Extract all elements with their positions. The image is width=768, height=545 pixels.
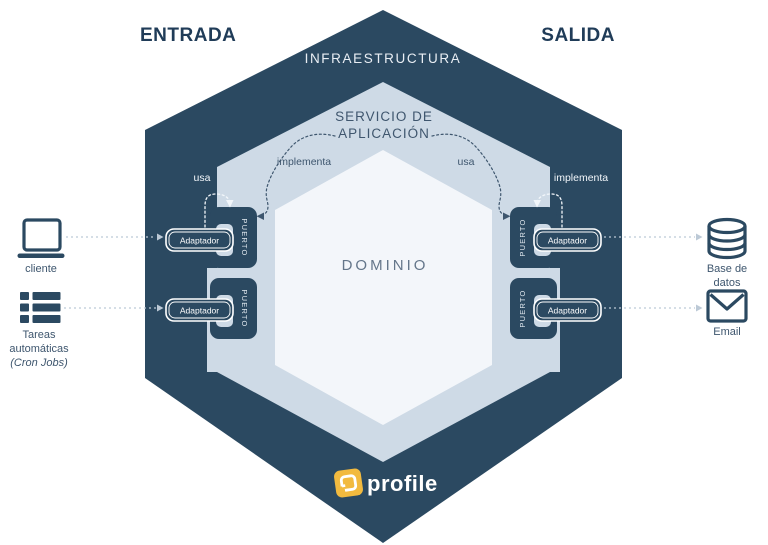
arrow-usa-left — [204, 193, 231, 228]
arrowhead-right-icon — [157, 233, 164, 241]
tasks-label-line1: Tareas — [22, 329, 56, 341]
task-list-icon — [20, 292, 61, 323]
arrowhead-down-icon — [226, 200, 234, 208]
adapter-label: Adaptador — [548, 236, 587, 246]
port-label: PUERTO — [518, 289, 527, 327]
adapter-client: Adaptador — [165, 228, 234, 252]
database-label-line1: Base de — [707, 263, 747, 275]
domain-hexagon — [275, 150, 492, 425]
label-usa-left: usa — [194, 172, 211, 184]
label-usa-right: usa — [458, 156, 475, 168]
arrowhead-right-icon — [503, 212, 511, 220]
adapter-cron: Adaptador — [165, 298, 234, 322]
email-label: Email — [713, 326, 741, 338]
laptop-icon — [17, 218, 65, 258]
adapter-label: Adaptador — [548, 306, 587, 316]
port-label: PUERTO — [240, 218, 249, 256]
arrowhead-left-icon — [256, 212, 264, 220]
tasks-label-line2: automáticas — [9, 343, 69, 355]
app-service-label-line2: APLICACIÓN — [338, 126, 430, 141]
adapter-label: Adaptador — [180, 236, 219, 246]
infrastructure-label: INFRAESTRUCTURA — [305, 51, 462, 66]
arrow-implementa-left — [261, 133, 336, 217]
envelope-icon — [706, 289, 748, 323]
port-label: PUERTO — [518, 218, 527, 256]
arrow-implementa-right — [536, 193, 563, 228]
entrada-heading: ENTRADA — [140, 25, 236, 46]
profile-logo-icon — [334, 468, 363, 498]
arrow-usa-right — [431, 133, 506, 217]
adapter-database: Adaptador — [533, 228, 602, 252]
arrowhead-down-icon — [533, 200, 541, 208]
arrowhead-right-icon — [696, 304, 703, 312]
database-icon — [707, 217, 747, 260]
port-label: PUERTO — [240, 289, 249, 327]
client-label: cliente — [25, 263, 57, 275]
adapter-label: Adaptador — [180, 306, 219, 316]
label-implementa-left: implementa — [277, 156, 331, 168]
arrowhead-right-icon — [157, 304, 164, 312]
domain-label: DOMINIO — [342, 257, 429, 274]
tasks-label-line3: (Cron Jobs) — [10, 357, 68, 369]
arrowhead-right-icon — [696, 233, 703, 241]
profile-logo-text: profile — [367, 471, 438, 496]
adapter-email: Adaptador — [533, 298, 602, 322]
salida-heading: SALIDA — [541, 25, 615, 46]
database-label-line2: datos — [714, 277, 741, 289]
app-service-label-line1: SERVICIO DE — [335, 109, 433, 124]
label-implementa-right: implementa — [554, 172, 608, 184]
profile-logo: profile — [334, 468, 438, 498]
